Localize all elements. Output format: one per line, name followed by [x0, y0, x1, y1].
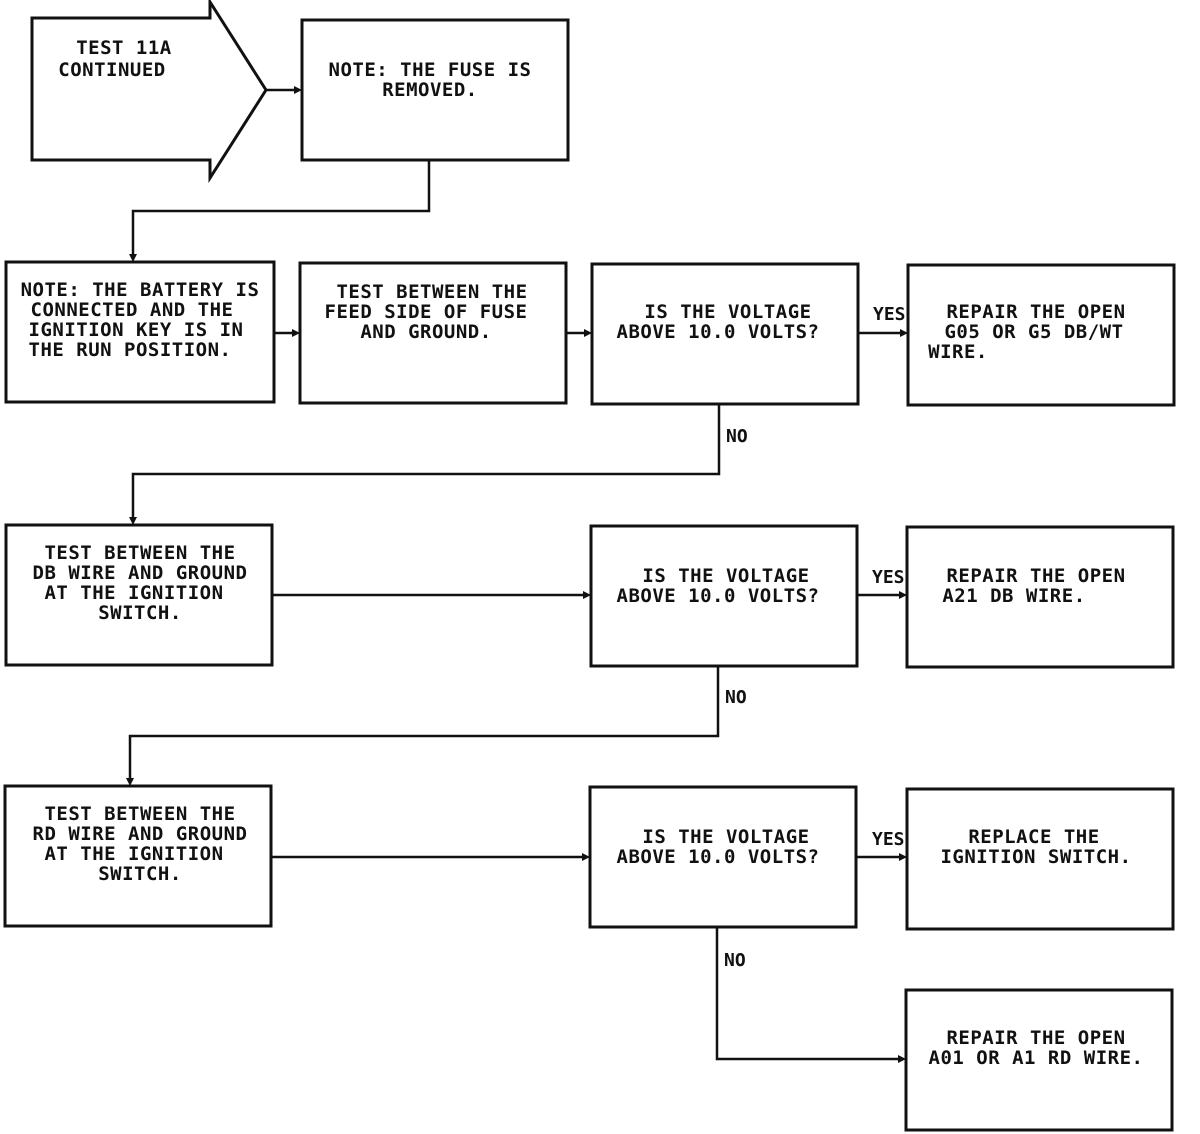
test-rd-line-3: AT THE IGNITION — [44, 843, 223, 865]
repair-3-line-2: A01 OR A1 RD WIRE. — [929, 1047, 1144, 1069]
branch-labels: YES NO YES NO YES NO — [724, 304, 906, 971]
test-db-line-2: DB WIRE AND GROUND — [33, 562, 248, 584]
replace-switch-line-1: REPLACE THE — [968, 826, 1099, 848]
repair-3-box: REPAIR THE OPEN A01 OR A1 RD WIRE. — [904, 988, 1174, 1132]
repair-1-line-1: REPAIR THE OPEN — [946, 301, 1125, 323]
arrowhead — [899, 591, 907, 599]
repair-1-line-2: G05 OR G5 DB/WT — [944, 321, 1123, 343]
test-feed-line-3: AND GROUND. — [360, 321, 491, 343]
no-label-1: NO — [726, 426, 748, 447]
yes-label-3: YES — [872, 829, 905, 850]
arrowhead — [292, 329, 300, 337]
question-3-line-2: ABOVE 10.0 VOLTS? — [617, 846, 820, 868]
note-fuse-line-2: REMOVED. — [382, 79, 478, 101]
repair-1-box: REPAIR THE OPEN G05 OR G5 DB/WT WIRE. — [906, 263, 1176, 407]
note-battery-line-4: THE RUN POSITION. — [29, 339, 232, 361]
note-fuse-box: NOTE: THE FUSE IS REMOVED. — [300, 18, 570, 162]
arrowhead — [129, 254, 137, 262]
test-db-line-1: TEST BETWEEN THE — [44, 542, 235, 564]
replace-switch-line-2: IGNITION SWITCH. — [940, 846, 1131, 868]
repair-1-line-3: WIRE. — [928, 341, 988, 363]
no-label-2: NO — [725, 687, 747, 708]
replace-switch-box: REPLACE THE IGNITION SWITCH. — [905, 787, 1175, 931]
question-2-line-2: ABOVE 10.0 VOLTS? — [617, 585, 820, 607]
connector-question-2-no — [128, 666, 720, 782]
yes-label-2: YES — [872, 567, 905, 588]
question-1-box: IS THE VOLTAGE ABOVE 10.0 VOLTS? — [590, 262, 860, 406]
question-1-line-2: ABOVE 10.0 VOLTS? — [617, 321, 820, 343]
connector-question-3-no — [715, 927, 902, 1061]
repair-3-line-1: REPAIR THE OPEN — [946, 1027, 1125, 1049]
test-rd-line-1: TEST BETWEEN THE — [44, 803, 235, 825]
arrowhead — [126, 778, 134, 786]
arrowhead — [129, 517, 137, 525]
connectors — [126, 86, 908, 1063]
start-arrow-shape: TEST 11A CONTINUED — [30, 0, 268, 184]
question-1-line-1: IS THE VOLTAGE — [644, 301, 811, 323]
test-feed-line-2: FEED SIDE OF FUSE — [325, 301, 528, 323]
arrowhead — [584, 329, 592, 337]
test-rd-line-2: RD WIRE AND GROUND — [33, 823, 248, 845]
test-rd-line-4: SWITCH. — [98, 863, 182, 885]
arrowhead — [900, 329, 908, 337]
no-label-3: NO — [724, 950, 746, 971]
test-db-box: TEST BETWEEN THE DB WIRE AND GROUND AT T… — [4, 523, 274, 667]
question-3-line-1: IS THE VOLTAGE — [642, 826, 809, 848]
arrowhead — [898, 1055, 906, 1063]
test-db-line-4: SWITCH. — [98, 602, 182, 624]
test-rd-box: TEST BETWEEN THE RD WIRE AND GROUND AT T… — [3, 784, 273, 928]
note-battery-box: NOTE: THE BATTERY IS CONNECTED AND THE I… — [4, 260, 276, 404]
start-line-2: CONTINUED — [58, 59, 165, 81]
connector-question-1-no — [131, 404, 721, 521]
question-2-line-1: IS THE VOLTAGE — [642, 565, 809, 587]
arrowhead — [582, 853, 590, 861]
start-line-1: TEST 11A — [76, 37, 172, 59]
repair-2-box: REPAIR THE OPEN A21 DB WIRE. — [905, 525, 1175, 669]
test-feed-box: TEST BETWEEN THE FEED SIDE OF FUSE AND G… — [298, 261, 568, 405]
repair-2-line-2: A21 DB WIRE. — [942, 585, 1085, 607]
repair-2-line-1: REPAIR THE OPEN — [946, 565, 1125, 587]
arrowhead — [899, 853, 907, 861]
arrowhead — [294, 86, 302, 94]
connector-note-fuse-to-note-battery — [131, 160, 431, 258]
note-battery-line-3: IGNITION KEY IS IN — [29, 319, 244, 341]
question-2-box: IS THE VOLTAGE ABOVE 10.0 VOLTS? — [589, 524, 859, 668]
test-db-line-3: AT THE IGNITION — [44, 582, 223, 604]
question-3-box: IS THE VOLTAGE ABOVE 10.0 VOLTS? — [588, 785, 858, 929]
yes-label-1: YES — [873, 304, 906, 325]
test-feed-line-1: TEST BETWEEN THE — [336, 281, 527, 303]
note-fuse-line-1: NOTE: THE FUSE IS — [329, 59, 532, 81]
arrowhead — [583, 591, 591, 599]
note-battery-line-2: CONNECTED AND THE — [31, 299, 234, 321]
note-battery-line-1: NOTE: THE BATTERY IS — [21, 279, 260, 301]
